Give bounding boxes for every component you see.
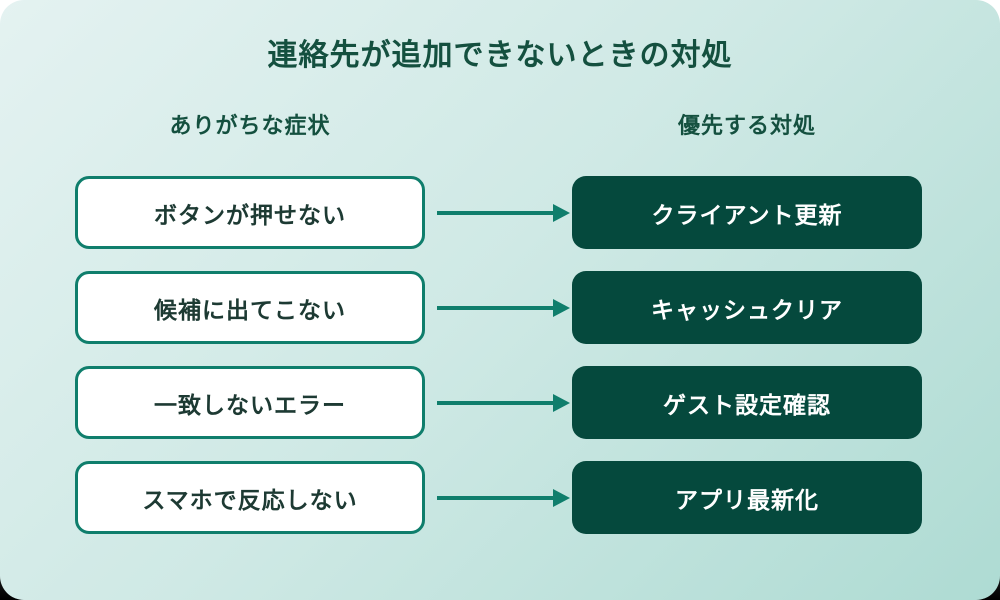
arrow-line (437, 400, 554, 405)
arrow-head-icon (553, 488, 570, 507)
table-row: 候補に出てこない キャッシュクリア (0, 271, 1000, 344)
column-headers: ありがちな症状 優先する対処 (0, 108, 1000, 140)
mapping-rows: ボタンが押せない クライアント更新 候補に出てこない キャッシュクリア 一致しな… (0, 176, 1000, 534)
arrow-line (437, 210, 554, 215)
action-column-header: 優先する対処 (677, 113, 816, 138)
action-box: キャッシュクリア (572, 271, 922, 344)
arrow-right-icon (425, 366, 572, 439)
symptom-box: 一致しないエラー (75, 366, 425, 439)
arrow-right-icon (425, 271, 572, 344)
arrow-line (437, 305, 554, 310)
action-box: アプリ最新化 (572, 461, 922, 534)
table-row: 一致しないエラー ゲスト設定確認 (0, 366, 1000, 439)
table-row: ボタンが押せない クライアント更新 (0, 176, 1000, 249)
arrow-head-icon (553, 393, 570, 412)
action-box: ゲスト設定確認 (572, 366, 922, 439)
arrow-right-icon (425, 461, 572, 534)
action-box: クライアント更新 (572, 176, 922, 249)
symptom-column-header: ありがちな症状 (169, 113, 331, 138)
arrow-right-icon (425, 176, 572, 249)
symptom-box: ボタンが押せない (75, 176, 425, 249)
page-title: 連絡先が追加できないときの対処 (267, 39, 733, 72)
arrow-head-icon (553, 203, 570, 222)
arrow-head-icon (553, 298, 570, 317)
arrow-line (437, 495, 554, 500)
symptom-box: 候補に出てこない (75, 271, 425, 344)
table-row: スマホで反応しない アプリ最新化 (0, 461, 1000, 534)
symptom-box: スマホで反応しない (75, 461, 425, 534)
